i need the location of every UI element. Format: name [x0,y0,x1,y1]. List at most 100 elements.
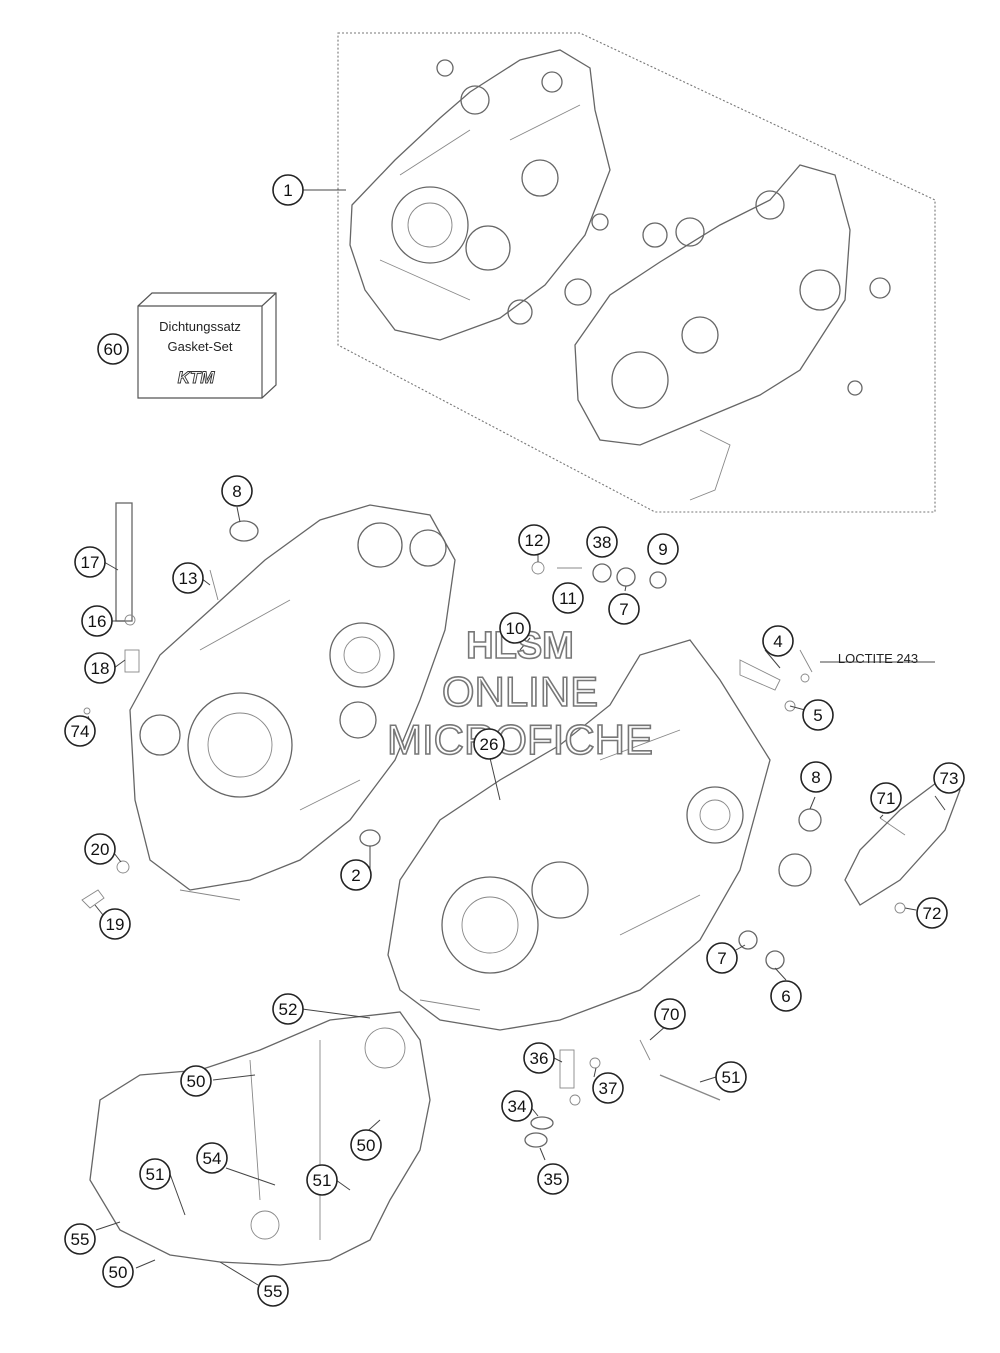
callout-circle [81,605,113,637]
callout-circle [139,1158,171,1190]
callout-72: 72 [916,897,948,929]
callout-label: 71 [877,789,896,808]
callout-70: 70 [654,998,686,1030]
callout-51b: 51 [139,1158,171,1190]
callout-label: 7 [717,949,726,968]
callout-circle [99,908,131,940]
callout-2: 2 [340,859,372,891]
callout-label: 5 [813,706,822,725]
callout-55b: 55 [257,1275,289,1307]
callout-51a: 51 [715,1061,747,1093]
callout-label: 6 [781,987,790,1006]
callout-label: 50 [357,1136,376,1155]
crankcase-assembly-left-half [349,49,611,341]
callout-label: 8 [232,482,241,501]
callout-circle [180,1065,212,1097]
callout-37: 37 [592,1072,624,1104]
callout-circle [715,1061,747,1093]
callout-19: 19 [99,908,131,940]
callout-label: 72 [923,904,942,923]
callout-circle [800,761,832,793]
callout-circle [340,859,372,891]
callout-circle [172,562,204,594]
loctite-label: LOCTITE 243 [838,651,918,666]
callout-50c: 50 [102,1256,134,1288]
callout-circle [499,612,531,644]
callout-label: 2 [351,866,360,885]
callout-circle [272,174,304,206]
watermark-line1: HLSM [466,625,574,667]
callout-circle [97,333,129,365]
callout-circle [608,593,640,625]
callout-label: 8 [811,768,820,787]
callout-label: 38 [593,533,612,552]
callout-label: 50 [187,1072,206,1091]
callout-label: 60 [104,340,123,359]
callout-circle [933,762,965,794]
callout-circle [473,728,505,760]
callout-16: 16 [81,605,113,637]
watermark-line3: MICROFICHE [387,716,653,763]
callout-label: 12 [525,531,544,550]
callout-52: 52 [272,993,304,1025]
leader-lines [87,189,946,1286]
small-parts-left [81,520,381,909]
callout-circle [257,1275,289,1307]
callout-73: 73 [933,762,965,794]
callout-label: 10 [506,619,525,638]
callout-circle [706,942,738,974]
left-crankcase-half [129,504,456,901]
callout-circle [196,1142,228,1174]
callout-circle [647,533,679,565]
right-crankcase-half [387,639,822,1031]
callout-circle [221,475,253,507]
callout-circle [64,715,96,747]
callout-label: 18 [91,659,110,678]
callout-label: 50 [109,1263,128,1282]
callout-17: 17 [74,546,106,578]
callout-circle [552,582,584,614]
watermark: HLSM ONLINE MICROFICHE [386,624,654,764]
callout-circle [916,897,948,929]
callout-label: 9 [658,540,667,559]
callout-54: 54 [196,1142,228,1174]
callout-5: 5 [802,699,834,731]
callout-label: 51 [722,1068,741,1087]
callout-9: 9 [647,533,679,565]
callout-60: 60 [97,333,129,365]
callout-71: 71 [870,782,902,814]
callout-38: 38 [586,526,618,558]
callout-circle [802,699,834,731]
callout-circle [586,526,618,558]
callout-label: 54 [203,1149,222,1168]
callout-8a: 8 [221,475,253,507]
callout-label: 26 [480,735,499,754]
callout-8b: 8 [800,761,832,793]
callout-35: 35 [537,1163,569,1195]
callout-label: 51 [313,1171,332,1190]
callout-label: 19 [106,915,125,934]
callout-label: 11 [559,589,577,608]
small-parts-right [739,649,961,914]
callout-label: 36 [530,1049,549,1068]
callout-label: 55 [264,1282,283,1301]
callout-50b: 50 [350,1129,382,1161]
callout-10: 10 [499,612,531,644]
gasket-set-box: Dichtungssatz Gasket-Set KTM [137,292,277,399]
plug-and-screw-parts [524,1039,721,1148]
callout-1: 1 [272,174,304,206]
callout-circle [592,1072,624,1104]
callout-label: 35 [544,1170,563,1189]
callout-circle [102,1256,134,1288]
crankcase-assembly-right-half [574,164,891,501]
callout-circle [770,980,802,1012]
callout-36: 36 [523,1042,555,1074]
callout-circle [654,998,686,1030]
callout-label: 51 [146,1165,165,1184]
crankcase-assembly-box [337,32,936,513]
callout-label: 70 [661,1005,680,1024]
watermark-line2: ONLINE [442,668,598,715]
